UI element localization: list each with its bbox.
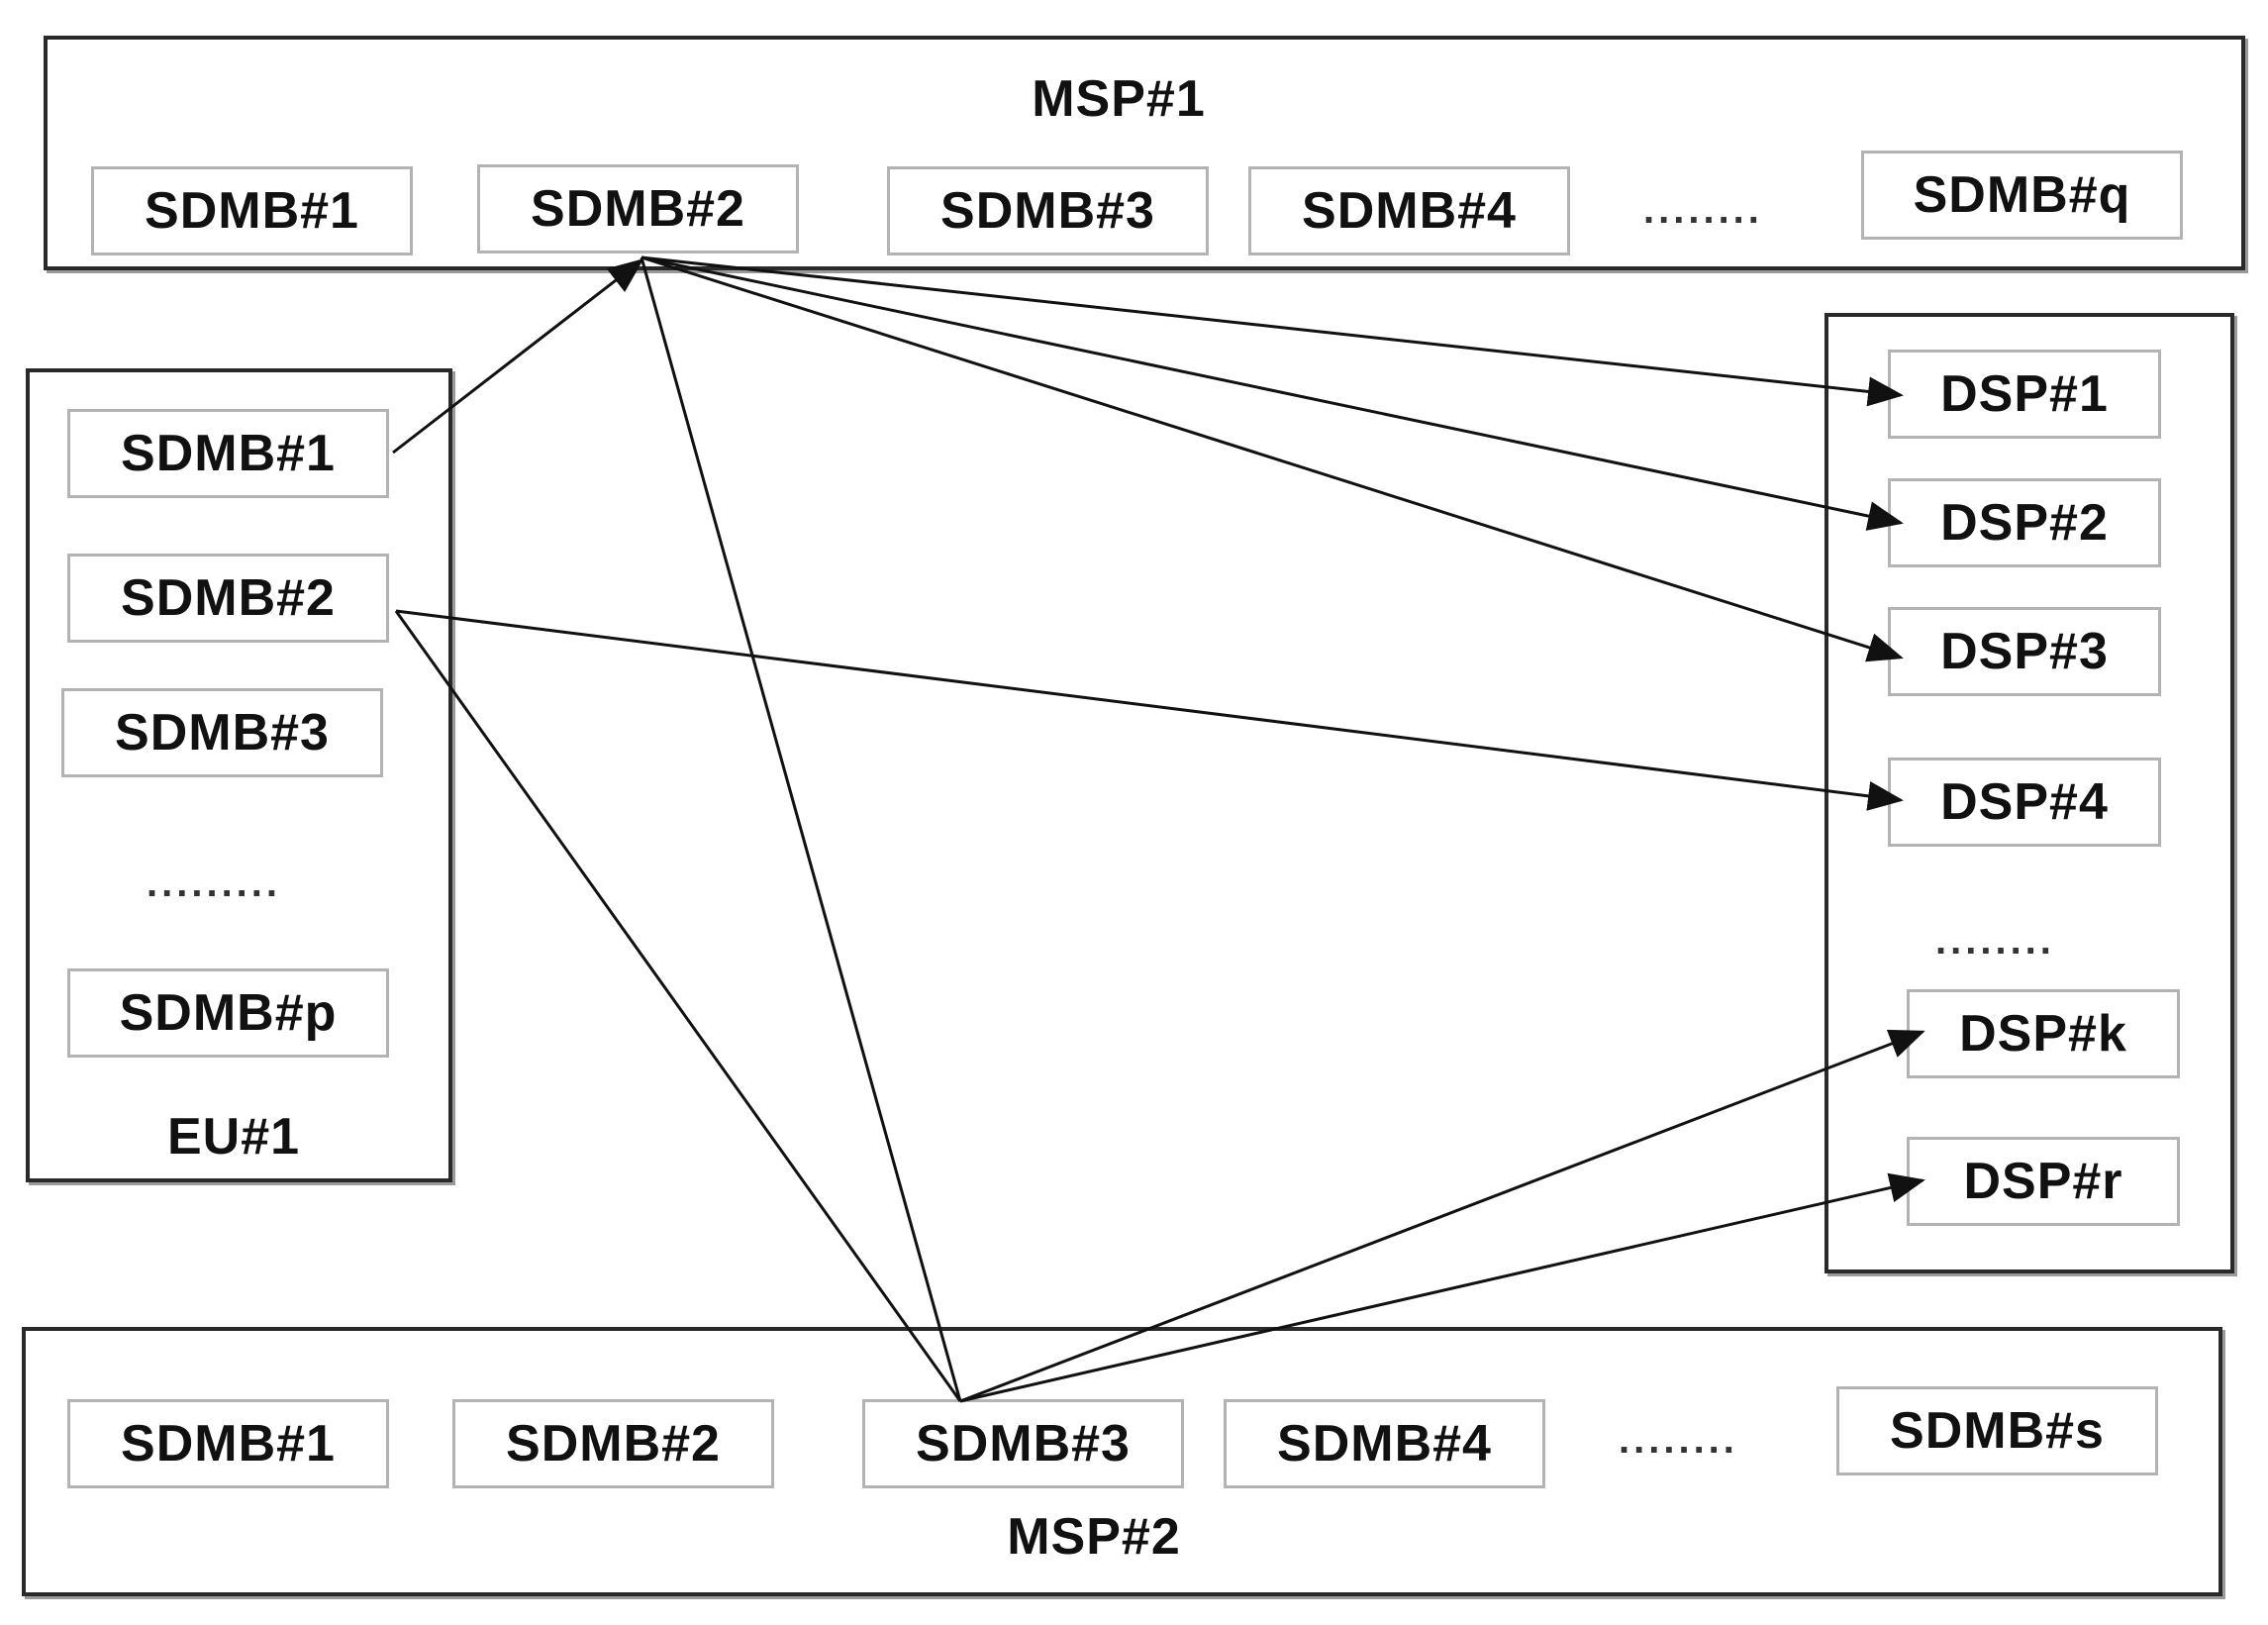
msp1-sdmb-3: SDMB#3 xyxy=(887,166,1209,255)
arrow-msp1-sdmb-2-to-dsp-3 xyxy=(641,255,1904,662)
dsp-3: DSP#3 xyxy=(1888,607,2161,696)
dsp-2: DSP#2 xyxy=(1888,478,2161,567)
eu1-ellipsis: ......... xyxy=(147,862,282,905)
msp2-sdmb-s: SDMB#s xyxy=(1836,1386,2158,1475)
msp2-sdmb-4: SDMB#4 xyxy=(1224,1399,1545,1488)
arrow-eu1-sdmb-2-to-dsp-4 xyxy=(395,609,1904,811)
eu1-sdmb-2: SDMB#2 xyxy=(67,554,389,643)
line-eu1-sdmb-2-to-msp2-sdmb-3 xyxy=(394,610,962,1402)
dsp-1: DSP#1 xyxy=(1888,350,2161,439)
dsp-ellipsis: ........ xyxy=(1935,919,2055,963)
dsp-k: DSP#k xyxy=(1907,989,2180,1078)
msp2-sdmb-2: SDMB#2 xyxy=(452,1399,774,1488)
arrow-msp1-sdmb-2-to-dsp-1 xyxy=(641,255,1904,407)
msp2-title: MSP#2 xyxy=(1007,1508,1181,1566)
eu1-sdmb-p: SDMB#p xyxy=(67,968,389,1058)
arrow-msp2-sdmb-3-to-dsp-k xyxy=(959,1029,1925,1403)
arrow-msp1-sdmb-2-to-dsp-2 xyxy=(641,255,1904,531)
dsp-r: DSP#r xyxy=(1907,1137,2180,1226)
msp1-sdmb-1: SDMB#1 xyxy=(91,166,413,255)
msp1-sdmb-q: SDMB#q xyxy=(1861,151,2183,240)
msp1-sdmb-2: SDMB#2 xyxy=(477,164,799,254)
line-msp2-sdmb-3-to-msp1-sdmb-2 xyxy=(640,256,962,1402)
eu1-sdmb-1: SDMB#1 xyxy=(67,409,389,498)
msp2-sdmb-3: SDMB#3 xyxy=(862,1399,1184,1488)
arrow-msp2-sdmb-3-to-dsp-r xyxy=(959,1172,1925,1403)
eu1-title: EU#1 xyxy=(166,1108,301,1166)
msp1-ellipsis: ........ xyxy=(1643,188,1763,232)
msp1-sdmb-4: SDMB#4 xyxy=(1248,166,1570,255)
msp1-title: MSP#1 xyxy=(1032,70,1206,128)
eu1-sdmb-3: SDMB#3 xyxy=(61,688,383,777)
dsp-4: DSP#4 xyxy=(1888,758,2161,847)
msp2-sdmb-1: SDMB#1 xyxy=(67,1399,389,1488)
arrow-eu1-sdmb-1-to-msp1-sdmb-2 xyxy=(392,258,644,455)
msp2-ellipsis: ........ xyxy=(1619,1418,1738,1462)
